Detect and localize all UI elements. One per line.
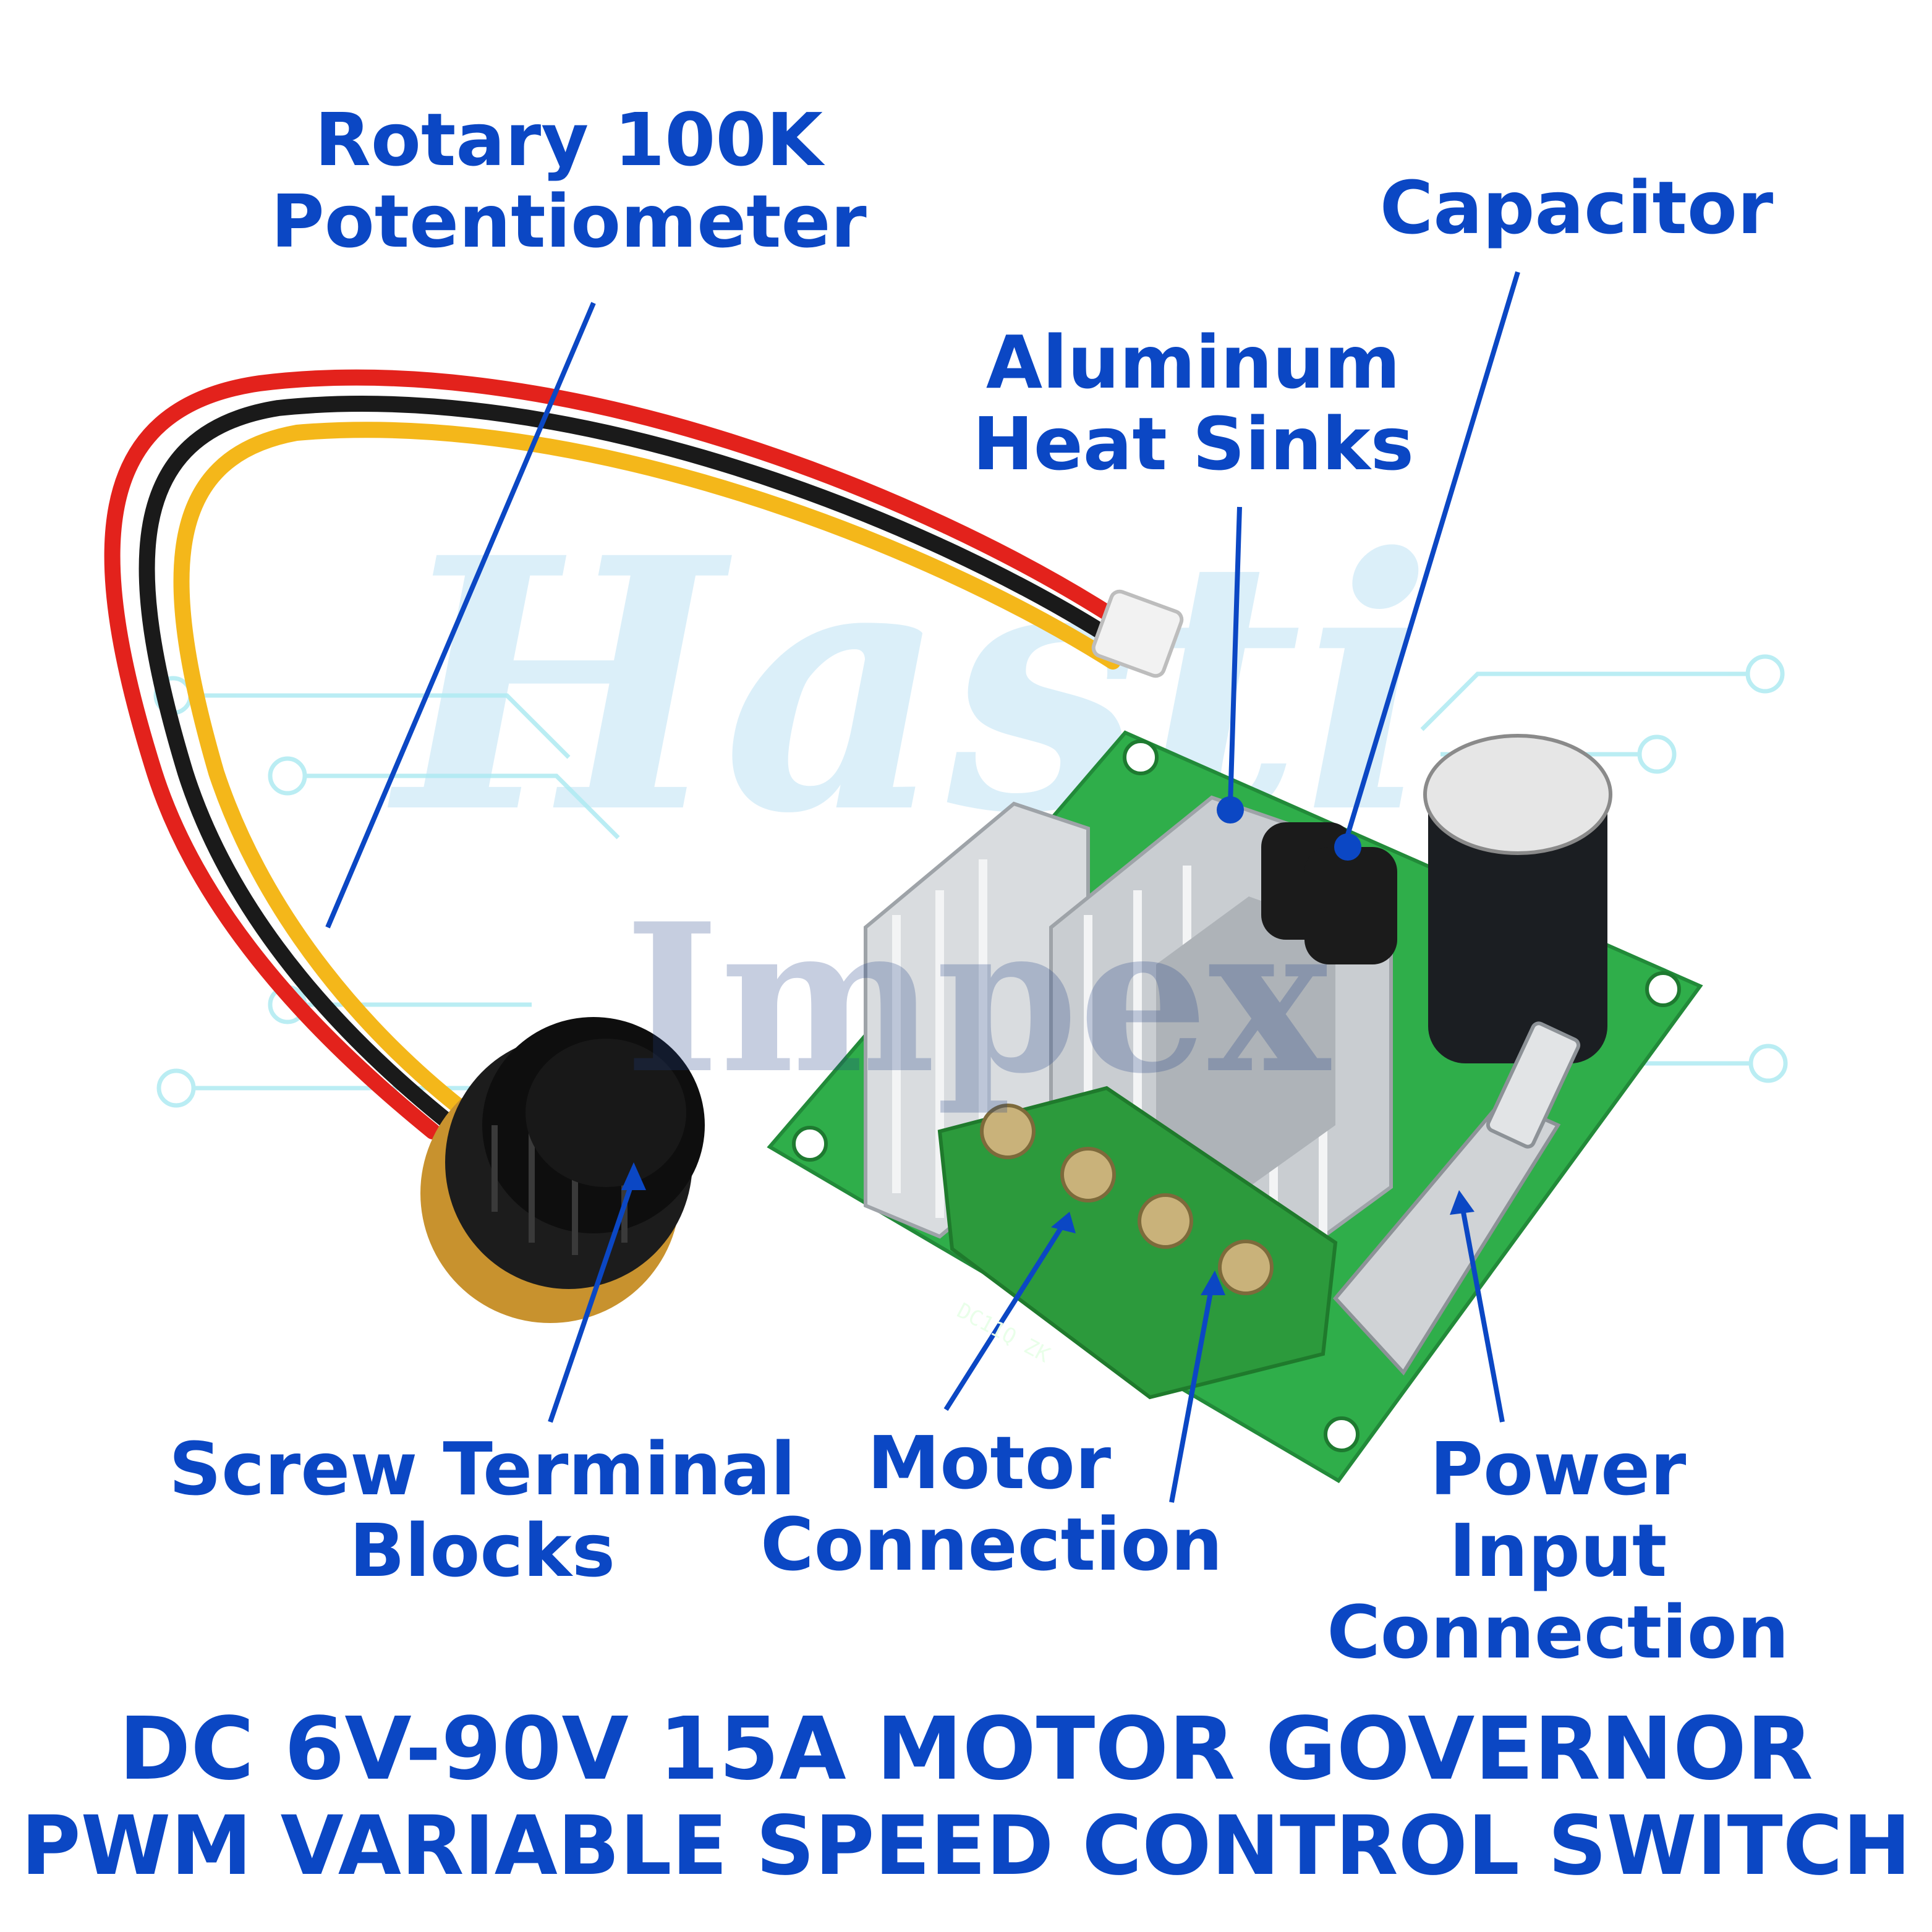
- label-capacitor: Capacitor: [1379, 165, 1774, 250]
- label-motor-connection: Motor Connection: [760, 1420, 1223, 1588]
- potentiometer-knob: [420, 1017, 705, 1323]
- callout-lines: [325, 271, 1520, 1503]
- wire-connector: [1091, 589, 1184, 678]
- screw-terminal-blocks: [937, 1086, 1338, 1400]
- potentiometer-wires: [104, 369, 1133, 1139]
- label-potentiometer: Rotary 100K Potentiometer: [271, 97, 867, 265]
- label-terminal-blocks: Screw Terminal Blocks: [169, 1426, 796, 1594]
- product-title-line-1: DC 6V-90V 15A MOTOR GOVERNOR: [119, 1699, 1813, 1800]
- capacitor: [1261, 734, 1612, 1063]
- label-heat-sinks: Aluminum Heat Sinks: [972, 320, 1415, 487]
- product-title-line-2: PWM VARIABLE SPEED CONTROL SWITCH: [20, 1798, 1912, 1894]
- label-power-input: Power Input Connection: [1327, 1426, 1789, 1675]
- watermark-sub: Impex: [624, 879, 1330, 1118]
- fuse-holder: [1333, 1021, 1581, 1376]
